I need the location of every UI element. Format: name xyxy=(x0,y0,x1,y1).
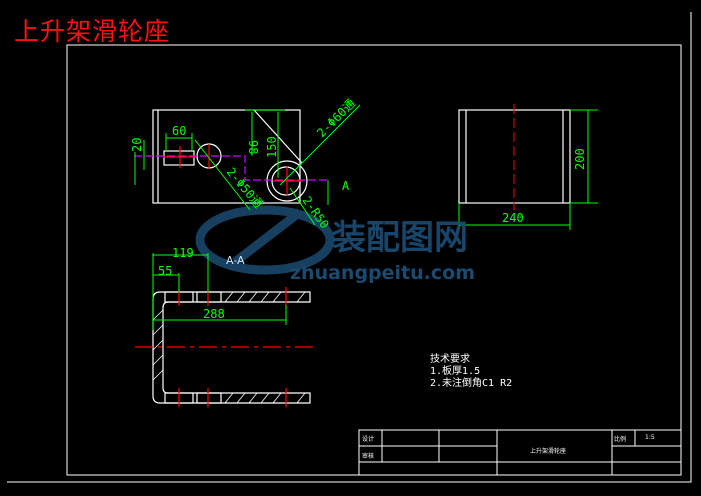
scale-label: 比例 xyxy=(614,436,627,443)
front-dimensions xyxy=(134,104,361,226)
watermark-url: zhuangpeitu.com xyxy=(290,262,475,284)
side-dimensions xyxy=(458,109,598,230)
dim-hole-60: 2-Φ60通 xyxy=(314,96,358,140)
watermark-logo xyxy=(195,205,335,275)
reviewer-label: 审核 xyxy=(362,453,375,460)
part-name: 上升架滑轮座 xyxy=(530,448,567,455)
dim-240: 240 xyxy=(502,211,524,225)
dim-98: 98 xyxy=(246,140,260,154)
front-centerlines xyxy=(163,144,302,196)
dim-55: 55 xyxy=(158,264,172,278)
section-dimensions xyxy=(152,253,287,330)
dim-200: 200 xyxy=(573,148,587,170)
dim-60: 60 xyxy=(172,124,186,138)
title-block xyxy=(358,429,682,476)
section-title: A-A xyxy=(226,254,245,267)
dim-119: 119 xyxy=(172,246,194,260)
outer-frame xyxy=(7,12,692,483)
designer-label: 设计 xyxy=(362,436,375,443)
note-2: 2.未注倒角C1 R2 xyxy=(430,378,513,389)
notes-heading: 技术要求 xyxy=(430,354,470,365)
section-centerlines xyxy=(135,287,315,407)
watermark-cn: 装配图网 xyxy=(332,218,468,258)
dim-20: 20 xyxy=(130,138,144,152)
dim-150: 150 xyxy=(265,136,279,158)
dim-288: 288 xyxy=(203,307,225,321)
section-mark-a: A xyxy=(342,179,350,193)
scale-value: 1:5 xyxy=(645,434,655,441)
section-hatch xyxy=(152,291,306,404)
drawing-title: 上升架滑轮座 xyxy=(14,17,171,46)
note-1: 1.板厚1.5 xyxy=(430,366,481,377)
